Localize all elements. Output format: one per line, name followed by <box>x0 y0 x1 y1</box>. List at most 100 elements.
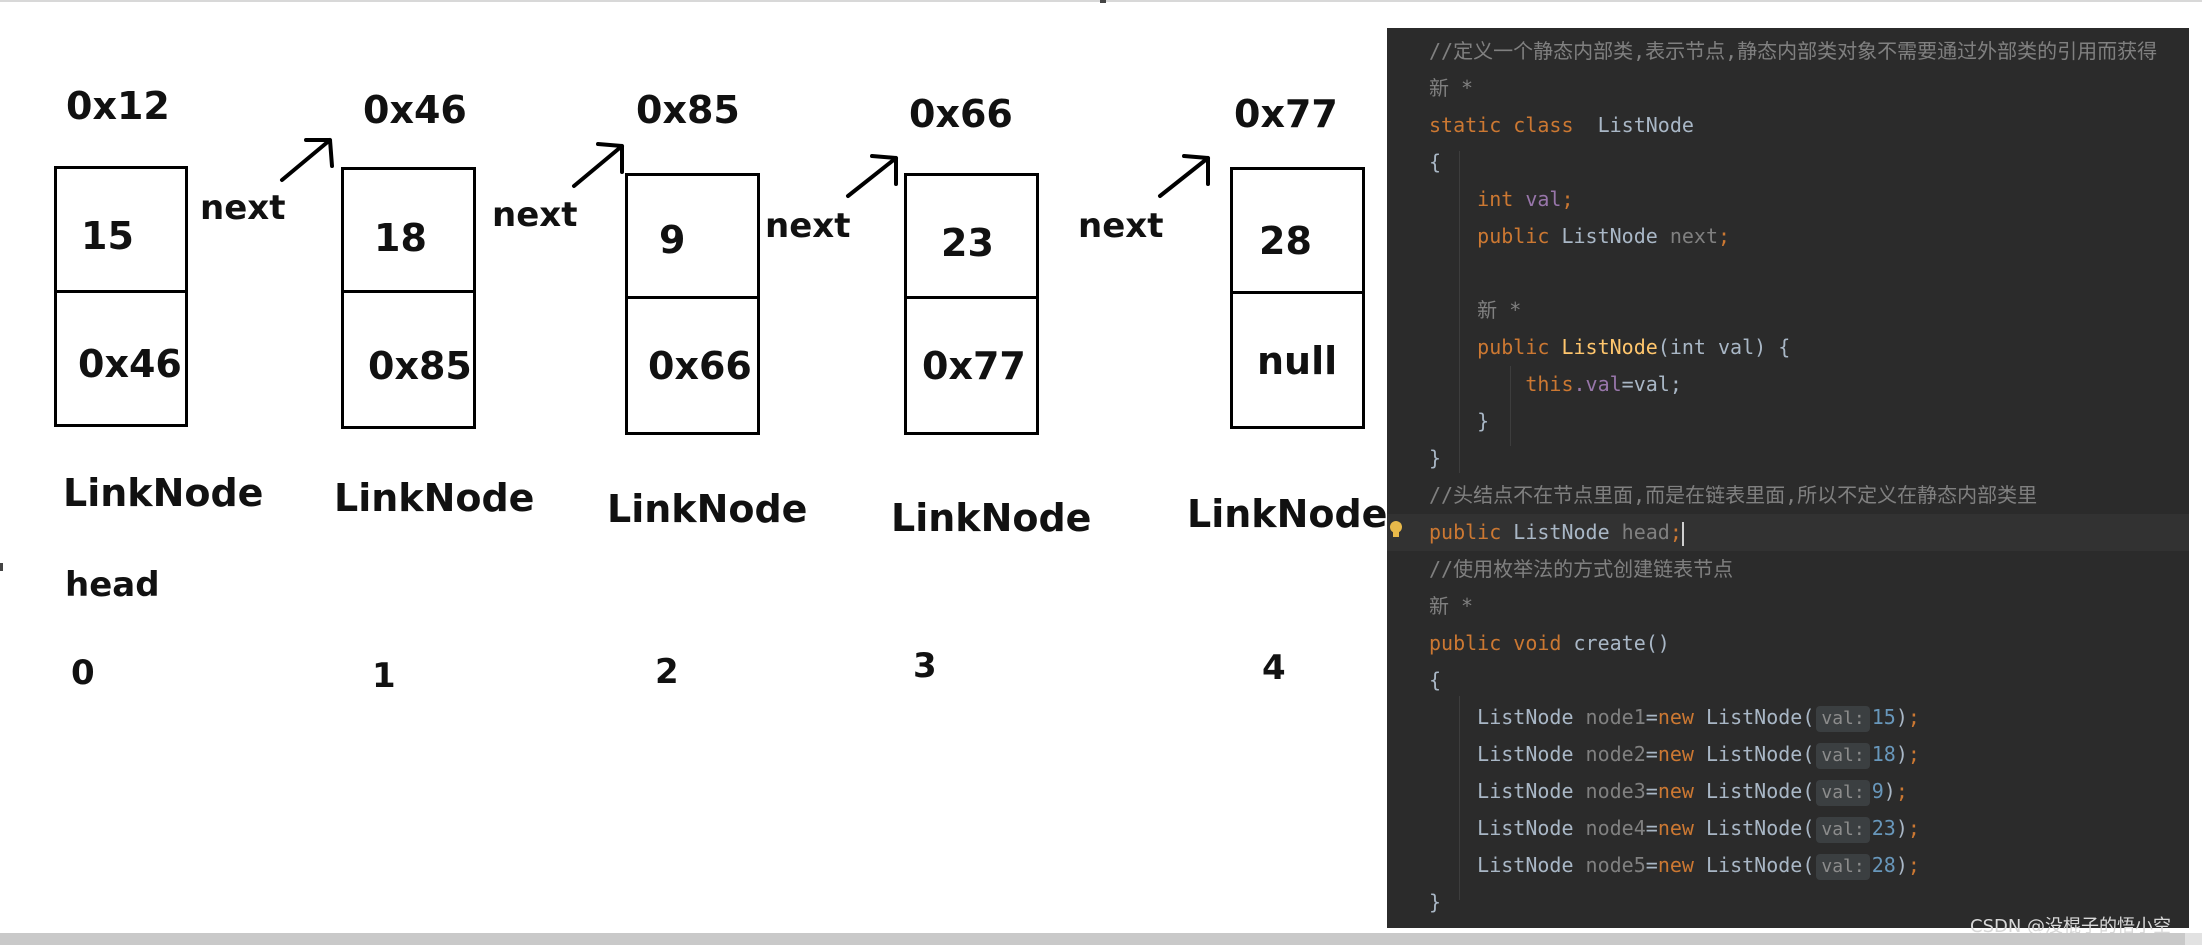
lightbulb-icon[interactable] <box>1388 519 1404 541</box>
type-name: ListNode <box>1705 816 1803 840</box>
new-marker: 新 * <box>1477 298 1522 322</box>
node-value: 23 <box>941 221 994 265</box>
node-class-label: LinkNode <box>63 471 264 515</box>
keyword: public <box>1477 224 1550 248</box>
node-class-label: LinkNode <box>334 476 535 520</box>
type-name: ListNode <box>1705 853 1803 877</box>
param-hint: val: <box>1816 780 1870 806</box>
code-line-2: 新 * <box>1429 70 1473 107</box>
type-name: ListNode <box>1561 224 1658 248</box>
code-line-15: //使用枚举法的方式创建链表节点 <box>1429 551 1733 588</box>
code-comment: //使用枚举法的方式创建链表节点 <box>1429 557 1734 581</box>
node-index: 0 <box>71 653 95 693</box>
current-line-highlight <box>1387 514 2189 551</box>
keyword: new <box>1657 779 1694 803</box>
punct: ; <box>1669 520 1682 544</box>
var-name: node4 <box>1585 816 1646 840</box>
indent-guide <box>1459 696 1460 900</box>
node-index: 4 <box>1262 648 1286 688</box>
next-label-3: next <box>1078 206 1164 246</box>
code-line-last: } <box>1429 884 1441 921</box>
node-next-pointer: 0x77 <box>922 344 1026 388</box>
node-next-pointer: 0x46 <box>78 342 182 386</box>
number-literal: 9 <box>1871 779 1884 803</box>
node-divider <box>1230 291 1365 294</box>
node-box <box>904 173 1039 435</box>
punct: ; <box>1907 742 1920 766</box>
indent-guide <box>1510 366 1511 446</box>
node-box <box>625 173 760 435</box>
node-value: 9 <box>659 218 686 262</box>
punct: ; <box>1907 853 1920 877</box>
code-line-12: } <box>1429 440 1441 477</box>
code-comment: //头结点不在节点里面,而是在链表里面,所以不定义在静态内部类里 <box>1429 483 2038 507</box>
var-name: node2 <box>1585 742 1646 766</box>
node-address: 0x46 <box>363 88 467 132</box>
param-hint: val: <box>1816 706 1870 732</box>
node-divider <box>625 296 760 299</box>
var-name: node1 <box>1585 705 1646 729</box>
keyword: int <box>1477 187 1514 211</box>
keyword: public <box>1429 631 1502 655</box>
horizontal-scrollbar[interactable] <box>0 933 2202 945</box>
code-line-16: 新 * <box>1429 588 1473 625</box>
method-name: create() <box>1573 631 1670 655</box>
keyword: new <box>1657 816 1694 840</box>
type-name: ListNode <box>1477 816 1574 840</box>
code-line-10: this.val=val; <box>1429 366 1682 403</box>
code-line-6: public ListNode next; <box>1429 218 1730 255</box>
keyword: static class <box>1429 113 1574 137</box>
left-marker <box>0 563 3 571</box>
brace: { <box>1429 668 1442 692</box>
next-arrows <box>280 138 1210 198</box>
node-value: 15 <box>81 214 134 258</box>
keyword: void <box>1513 631 1562 655</box>
new-marker: 新 * <box>1429 594 1474 618</box>
node-index: 3 <box>913 646 937 686</box>
editor-gutter <box>1387 28 1427 928</box>
brace: { <box>1429 150 1442 174</box>
code-line-node4: ListNode node4=new ListNode(val:23); <box>1429 810 1920 847</box>
param-hint: val: <box>1816 743 1870 769</box>
brace: } <box>1429 890 1442 914</box>
code-line-node2: ListNode node2=new ListNode(val:18); <box>1429 736 1920 773</box>
keyword: this <box>1525 372 1574 396</box>
node-index: 1 <box>372 656 396 696</box>
type-name: ListNode <box>1477 853 1574 877</box>
param-hint: val: <box>1816 854 1870 880</box>
code-line-11: } <box>1429 403 1489 440</box>
punct: ; <box>1718 224 1731 248</box>
code-line-14[interactable]: public ListNode head; <box>1429 514 1684 551</box>
type-name: ListNode <box>1477 705 1574 729</box>
punct: ; <box>1907 705 1920 729</box>
node-address: 0x12 <box>66 84 170 128</box>
field-name: head <box>1621 520 1670 544</box>
keyword: new <box>1657 705 1694 729</box>
params: (int val) { <box>1657 335 1791 359</box>
new-marker: 新 * <box>1429 76 1474 100</box>
keyword: public <box>1429 520 1502 544</box>
code-line-4: { <box>1429 144 1441 181</box>
node-class-label: LinkNode <box>891 496 1092 540</box>
code-line-3: static class ListNode <box>1429 107 1694 144</box>
code-line-5: int val; <box>1429 181 1573 218</box>
node-address: 0x77 <box>1234 92 1338 136</box>
node-next-pointer: null <box>1257 339 1338 383</box>
number-literal: 18 <box>1871 742 1896 766</box>
text-cursor <box>1681 521 1684 546</box>
code-line-17: public void create() <box>1429 625 1670 662</box>
node-divider <box>904 296 1039 299</box>
type-name: ListNode <box>1705 742 1803 766</box>
node-divider <box>341 290 476 293</box>
next-label-0: next <box>200 188 286 228</box>
node-value: 18 <box>374 216 427 260</box>
brace: } <box>1477 409 1490 433</box>
code-line-1: //定义一个静态内部类,表示节点,静态内部类对象不需要通过外部类的引用而获得 <box>1429 33 2157 70</box>
var-name: node5 <box>1585 853 1646 877</box>
number-literal: 23 <box>1871 816 1896 840</box>
code-editor[interactable]: //定义一个静态内部类,表示节点,静态内部类对象不需要通过外部类的引用而获得 新… <box>1387 28 2189 928</box>
arrow-3 <box>1158 154 1210 198</box>
keyword: new <box>1657 853 1694 877</box>
punct: ; <box>1907 816 1920 840</box>
